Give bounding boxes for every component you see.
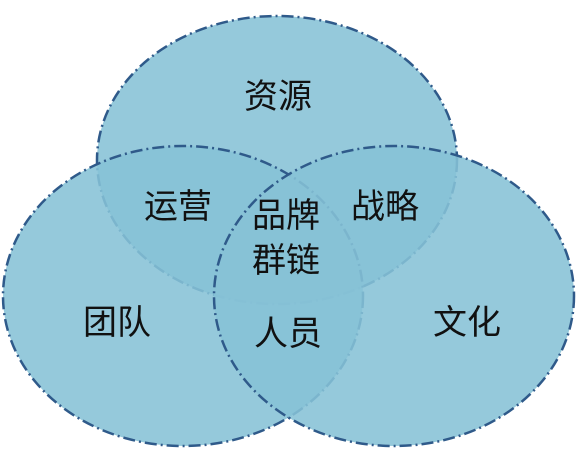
label-personnel: 人员 xyxy=(254,314,322,354)
label-team: 团队 xyxy=(83,303,151,343)
label-brand-line2: 群链 xyxy=(252,241,320,281)
label-brand-line1: 品牌 xyxy=(252,196,320,236)
venn-circles xyxy=(1,14,576,448)
label-strategy: 战略 xyxy=(351,187,419,227)
label-operations: 运营 xyxy=(144,187,212,227)
label-resources: 资源 xyxy=(244,77,312,117)
label-culture: 文化 xyxy=(433,303,501,343)
circle-culture xyxy=(212,144,576,448)
venn-labels: 资源 运营 战略 品牌 群链 团队 人员 文化 xyxy=(83,77,501,354)
